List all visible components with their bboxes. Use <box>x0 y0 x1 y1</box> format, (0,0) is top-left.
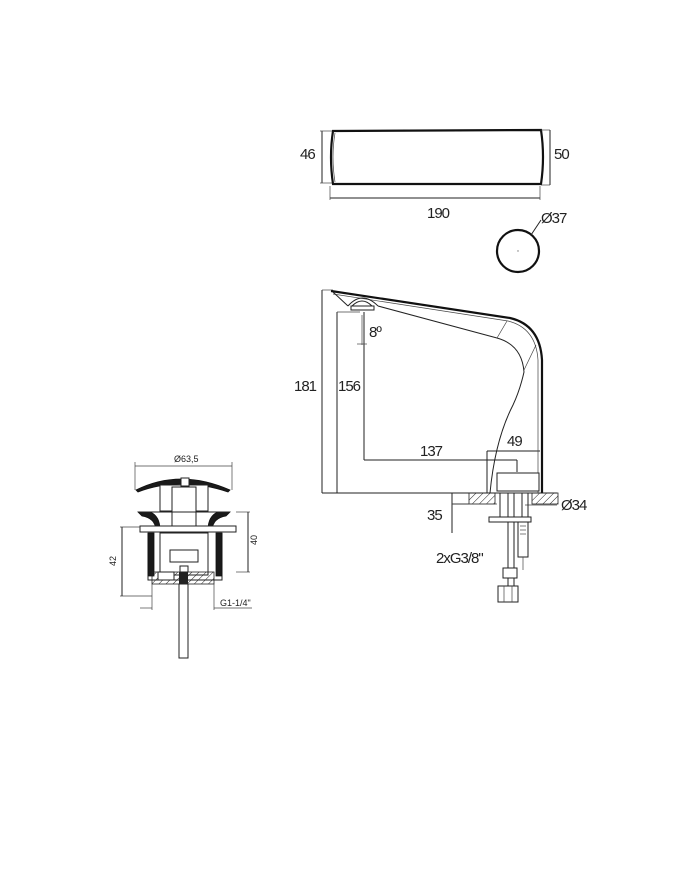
cap-diameter-label: Ø63,5 <box>174 454 199 464</box>
drain-body-height-label: 40 <box>249 534 260 546</box>
deck-thickness-label: 35 <box>427 507 443 524</box>
top-view <box>320 128 551 200</box>
drain-view <box>120 462 252 659</box>
base-diameter-label: Ø37 <box>541 210 567 227</box>
hole-diameter-label: Ø34 <box>561 497 587 514</box>
spout-height-label: 156 <box>338 378 361 395</box>
top-height-right-label: 50 <box>554 146 570 163</box>
top-length-label: 190 <box>427 205 450 222</box>
body-depth-label: 49 <box>507 433 523 450</box>
connections-label: 2xG3/8" <box>436 550 484 567</box>
top-height-left-label: 46 <box>300 146 316 163</box>
spout-angle-label: 8º <box>369 324 382 341</box>
drain-total-height-label: 42 <box>108 555 119 567</box>
base-view <box>495 219 542 274</box>
reach-label: 137 <box>420 443 443 460</box>
side-view <box>321 289 559 603</box>
total-height-label: 181 <box>294 378 317 395</box>
drain-thread-label: G1-1/4" <box>220 598 251 608</box>
